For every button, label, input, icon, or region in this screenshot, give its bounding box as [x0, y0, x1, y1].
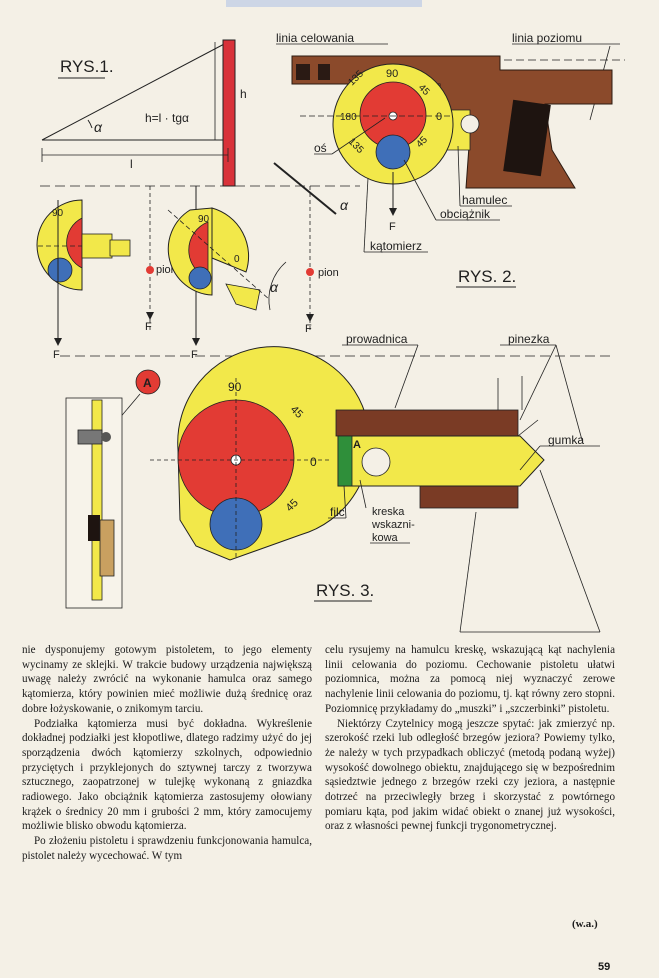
mid-dial-0b: 0 — [234, 254, 240, 265]
mid-alpha-2: α — [270, 279, 279, 295]
figure-rys1: RYS.1. α h=l · tgα h l — [41, 39, 247, 187]
page-number: 59 — [598, 961, 611, 973]
figure-rys2: linia celowania linia poziomu 90 45 135 … — [276, 31, 625, 288]
rys1-title: RYS.1. — [60, 57, 114, 76]
mid-force-1: F — [53, 349, 60, 361]
mid-force-2: F — [145, 321, 152, 333]
mid-dial-90a: 90 — [52, 208, 64, 219]
author-signature: (w.a.) — [572, 918, 598, 930]
illustration: RYS.1. α h=l · tgα h l linia celowania l… — [36, 31, 625, 633]
rys1-h: h — [240, 87, 247, 101]
rys2-dial-0: 0 — [436, 111, 442, 123]
rys1-formula: h=l · tgα — [145, 111, 189, 125]
label-filc: filc — [330, 505, 345, 519]
label-prowadnica: prowadnica — [346, 332, 408, 346]
paragraph: celu rysujemy na hamulcu kreskę, wskazuj… — [325, 644, 615, 715]
figure-pion-diagrams: α F 90 pion F F 90 0 α pion F — [36, 162, 360, 361]
article-column-left: nie dysponujemy gotowym pistoletem, to j… — [22, 643, 312, 864]
article-column-right: celu rysujemy na hamulcu kreskę, wskazuj… — [325, 643, 615, 834]
label-katomierz: kątomierz — [370, 239, 422, 253]
rys3-guide-rail — [335, 409, 519, 437]
label-linia-poziomu: linia poziomu — [512, 31, 582, 45]
figure-rys3: prowadnica pinezka A 90 45 0 45 A — [60, 332, 610, 633]
pistol-grip — [503, 99, 551, 177]
rys3-dial-90: 90 — [228, 380, 242, 394]
rys2-force-F: F — [389, 221, 396, 233]
rys2-dial-90: 90 — [386, 68, 398, 80]
mid-force-3: F — [191, 349, 198, 361]
rys2-dial-180: 180 — [340, 112, 357, 123]
rys3-badge-text: A — [143, 376, 152, 390]
label-pion-2: pion — [318, 267, 339, 279]
rys3-marker-A: A — [353, 439, 361, 451]
label-kreska-2: wskazni- — [371, 519, 415, 531]
label-obciaznik: obciążnik — [440, 207, 491, 221]
paragraph: Po złożeniu pistoletu i sprawdzeniu funk… — [22, 835, 312, 862]
rys3-dial-0: 0 — [310, 455, 317, 469]
paragraph: Podziałka kątomierza musi być dokładna. … — [22, 717, 312, 833]
mid-force-4: F — [305, 323, 312, 335]
rys1-pole — [222, 39, 236, 187]
label-gumka: gumka — [548, 433, 584, 447]
label-kreska-1: kreska — [372, 506, 405, 518]
label-os: oś — [314, 141, 327, 155]
paragraph: nie dysponujemy gotowym pistoletem, to j… — [22, 644, 312, 715]
rys2-weight — [375, 134, 411, 170]
paragraph: Niektórzy Czytelnicy mogą jeszcze spytać… — [325, 717, 615, 833]
rys1-l: l — [130, 157, 133, 171]
label-linia-celowania: linia celowania — [276, 31, 354, 45]
top-edge-strip — [226, 0, 422, 7]
label-hamulec: hamulec — [462, 193, 507, 207]
rys3-title: RYS. 3. — [316, 581, 374, 600]
label-kreska-3: kowa — [372, 532, 399, 544]
rys2-title: RYS. 2. — [458, 267, 516, 286]
label-pinezka: pinezka — [508, 332, 550, 346]
rys1-alpha: α — [94, 119, 103, 135]
mid-alpha-1: α — [340, 197, 349, 213]
rys3-badge — [135, 369, 161, 395]
mid-dial-90b: 90 — [198, 214, 210, 225]
